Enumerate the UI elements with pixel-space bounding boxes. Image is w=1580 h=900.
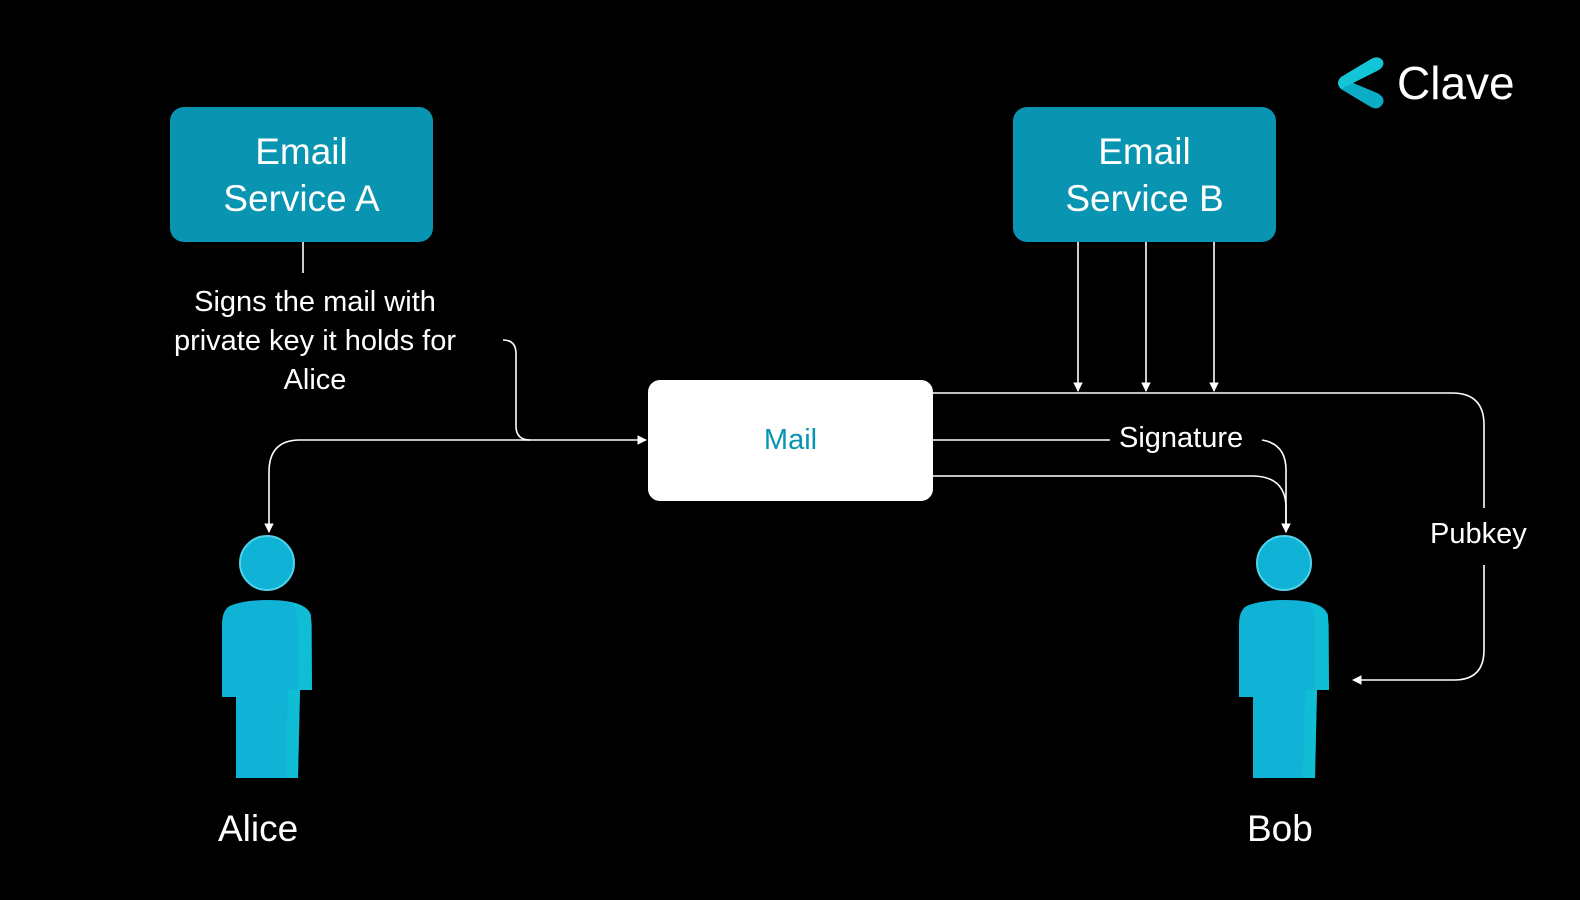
signing-note: Signs the mail with private key it holds…: [173, 286, 457, 396]
brand-logo: Clave: [1333, 55, 1515, 111]
pubkey-to-bob-arrow: [1352, 565, 1485, 685]
alice-name: Alice: [218, 808, 299, 849]
pubkey-label: Pubkey: [1424, 518, 1533, 551]
service-a-line1: Email: [255, 130, 348, 172]
mail-to-bob-arrow: [933, 475, 1291, 533]
pubkey-route: [933, 392, 1485, 508]
bob-person-icon: [1239, 535, 1329, 778]
service-b-line2: Service B: [1065, 177, 1224, 219]
alice-person-icon: [222, 535, 312, 778]
email-service-b-box: Email Service B: [1013, 107, 1276, 242]
signature-to-bob-arrow: [1261, 439, 1291, 533]
brand-name: Clave: [1397, 57, 1515, 109]
mail-to-alice-arrow: [264, 439, 530, 533]
service-b-line1: Email: [1098, 130, 1191, 172]
service-a-line2: Service A: [223, 177, 380, 219]
clave-logo-icon: [1338, 57, 1384, 109]
signature-label: Signature: [1113, 422, 1250, 455]
email-service-a-box: Email Service A: [170, 107, 433, 242]
bob-name: Bob: [1247, 808, 1313, 849]
signing-connector: [502, 339, 647, 445]
mail-label: Mail: [763, 424, 818, 456]
mail-box: Mail: [648, 380, 933, 501]
